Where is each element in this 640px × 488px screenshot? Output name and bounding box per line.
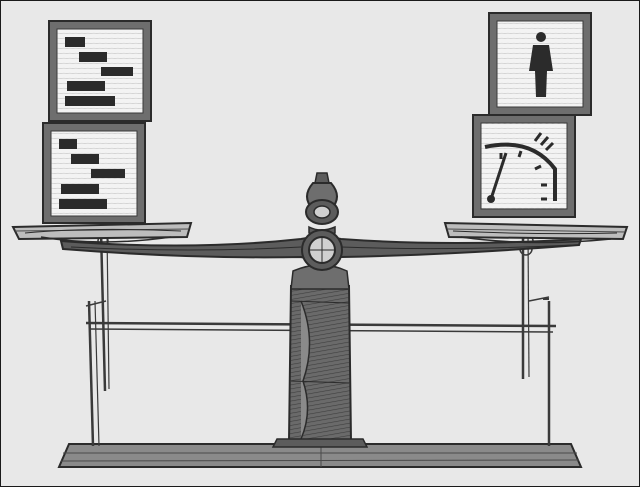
gauge-card (473, 115, 575, 217)
document-card-lower (43, 123, 145, 223)
person-card (489, 13, 591, 115)
central-pillar (273, 265, 367, 447)
pivot-finial (302, 173, 342, 270)
right-pan (445, 223, 627, 243)
document-card-upper (49, 21, 151, 121)
